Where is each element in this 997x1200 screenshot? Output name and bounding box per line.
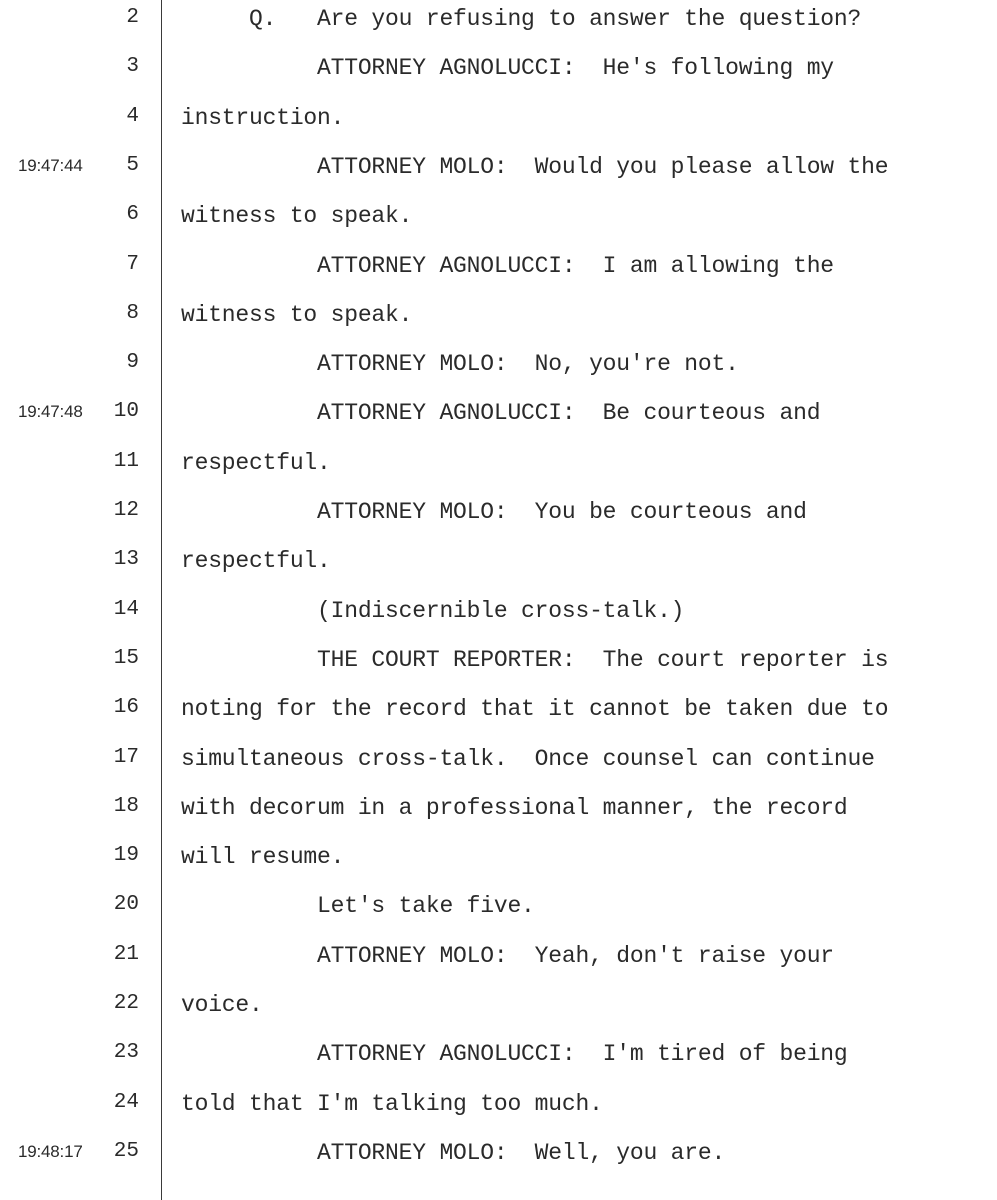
line-text: (Indiscernible cross-talk.) [181,597,685,624]
transcript-line: 15 THE COURT REPORTER: The court reporte… [0,641,997,690]
transcript-line: 9 ATTORNEY MOLO: No, you're not. [0,345,997,394]
line-text: ATTORNEY MOLO: Well, you are. [181,1139,726,1166]
line-number: 4 [126,104,139,128]
transcript-line: 11 respectful. [0,444,997,493]
line-text: ATTORNEY MOLO: You be courteous and [181,499,807,525]
line-number: 19 [113,844,139,868]
line-text: respectful. [181,548,331,575]
line-number: 16 [113,696,139,720]
line-number: 12 [113,499,139,522]
transcript-line: 2 Q. Are you refusing to answer the ques… [0,0,997,49]
line-text: ATTORNEY MOLO: No, you're not. [181,351,739,378]
transcript-line: 3 ATTORNEY AGNOLUCCI: He's following my [0,49,997,98]
line-number: 11 [113,449,139,473]
line-number: 5 [126,153,139,177]
line-number: 21 [113,942,139,966]
line-number: 14 [113,597,139,621]
transcript-line: 19 will resume. [0,838,997,887]
line-text: Q. Are you refusing to answer the questi… [181,6,862,32]
line-text: ATTORNEY MOLO: Would you please allow th… [181,153,889,180]
line-text: witness to speak. [181,203,413,230]
line-text: Let's take five. [181,893,535,920]
transcript-line: 14 (Indiscernible cross-talk.) [0,592,997,641]
line-number: 22 [113,992,139,1015]
line-text: will resume. [181,844,345,871]
line-number: 25 [113,1139,139,1163]
line-text: instruction. [181,104,345,131]
line-text: ATTORNEY AGNOLUCCI: Be courteous and [181,400,821,427]
transcript-line: 20 Let's take five. [0,887,997,936]
line-text: voice. [181,992,263,1018]
line-number: 9 [126,351,139,375]
line-text: told that I'm talking too much. [181,1090,603,1117]
transcript-line: 6 witness to speak. [0,197,997,246]
transcript-line: 17 simultaneous cross-talk. Once counsel… [0,740,997,789]
line-number: 18 [113,794,139,818]
line-number: 20 [113,893,139,917]
line-text: witness to speak. [181,301,413,328]
transcript-line: 12 ATTORNEY MOLO: You be courteous and [0,493,997,542]
transcript-line: 19:47:48 10 ATTORNEY AGNOLUCCI: Be court… [0,394,997,443]
line-text: respectful. [181,449,331,476]
transcript-line: 21 ATTORNEY MOLO: Yeah, don't raise your [0,937,997,986]
line-timestamp: 19:48:17 [18,1141,83,1161]
line-number: 6 [126,203,139,227]
transcript-line: 7 ATTORNEY AGNOLUCCI: I am allowing the [0,247,997,296]
transcript-line: 4 instruction. [0,99,997,148]
margin-rule [161,0,162,1200]
line-number: 13 [113,548,139,572]
line-text: THE COURT REPORTER: The court reporter i… [181,646,889,673]
line-text: with decorum in a professional manner, t… [181,794,848,821]
line-number: 24 [113,1090,139,1114]
line-number: 23 [113,1041,139,1065]
line-text: ATTORNEY MOLO: Yeah, don't raise your [181,942,834,969]
line-timestamp: 19:47:44 [18,155,83,175]
transcript-line: 13 respectful. [0,542,997,591]
line-number: 17 [113,745,139,769]
line-text: ATTORNEY AGNOLUCCI: I am allowing the [181,252,834,279]
line-text: ATTORNEY AGNOLUCCI: He's following my [181,55,834,82]
transcript-line: 24 told that I'm talking too much. [0,1085,997,1134]
transcript-line: 18 with decorum in a professional manner… [0,789,997,838]
line-number: 10 [113,400,139,424]
transcript-line: 23 ATTORNEY AGNOLUCCI: I'm tired of bein… [0,1035,997,1084]
line-number: 7 [126,252,139,276]
transcript-line: 16 noting for the record that it cannot … [0,690,997,739]
transcript-line: 19:47:44 5 ATTORNEY MOLO: Would you plea… [0,148,997,197]
line-text: simultaneous cross-talk. Once counsel ca… [181,745,875,772]
line-number: 3 [126,55,139,79]
transcript-line: 19:48:17 25 ATTORNEY MOLO: Well, you are… [0,1134,997,1183]
line-number: 15 [113,646,139,670]
line-number: 8 [126,301,139,325]
line-timestamp: 19:47:48 [18,402,83,422]
line-number: 2 [126,6,139,29]
transcript-line: 8 witness to speak. [0,296,997,345]
line-text: noting for the record that it cannot be … [181,696,889,723]
line-text: ATTORNEY AGNOLUCCI: I'm tired of being [181,1041,848,1068]
transcript-line: 22 voice. [0,986,997,1035]
